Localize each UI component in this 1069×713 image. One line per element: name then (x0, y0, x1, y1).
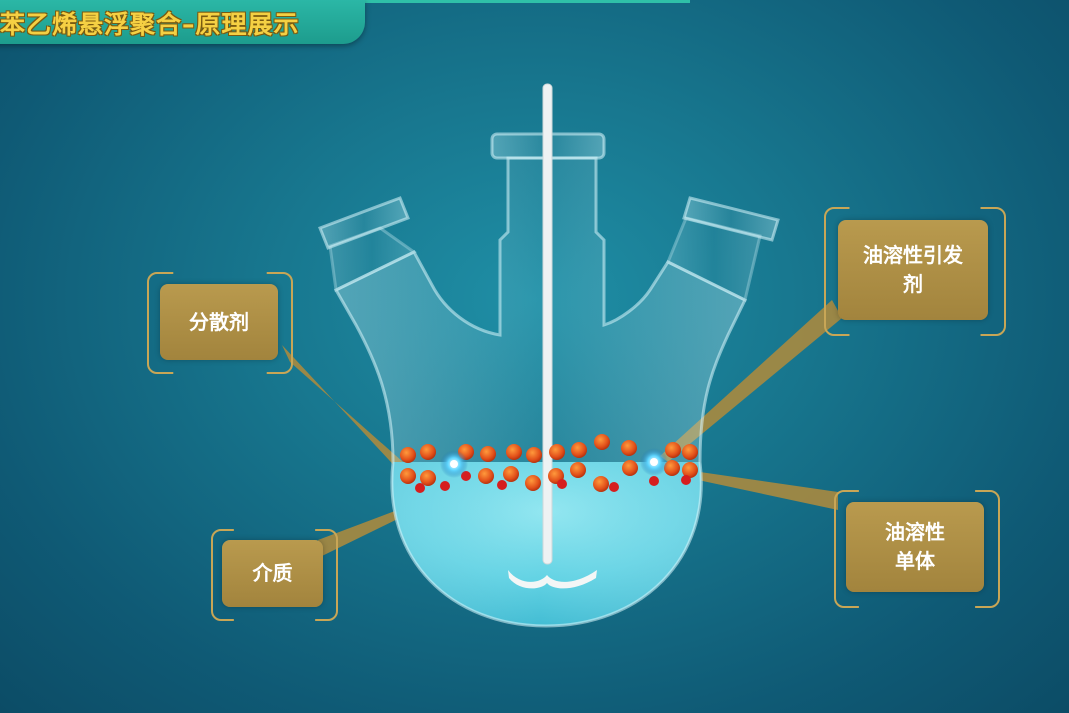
initiator-particles (440, 448, 668, 478)
page-title: 苯乙烯悬浮聚合–原理展示 (0, 10, 300, 39)
monomer-label: 油溶性单体 (846, 502, 984, 592)
initiator-label-text: 油溶性引发剂 (863, 243, 963, 296)
initiator-pointer (660, 300, 842, 462)
medium-label: 介质 (222, 540, 323, 607)
top-accent-line (365, 0, 690, 3)
medium-pointer (318, 506, 412, 556)
monomer-pointer (698, 472, 838, 510)
monomer-droplets (400, 434, 698, 493)
stirrer-rod (542, 83, 553, 565)
title-banner: 苯乙烯悬浮聚合–原理展示 (0, 0, 365, 44)
initiator-label: 油溶性引发剂 (838, 220, 988, 320)
stirrer-paddle (508, 570, 597, 589)
dispersant-label: 分散剂 (160, 284, 278, 360)
dispersant-pointer (282, 345, 412, 474)
monomer-label-text: 油溶性单体 (885, 520, 945, 573)
